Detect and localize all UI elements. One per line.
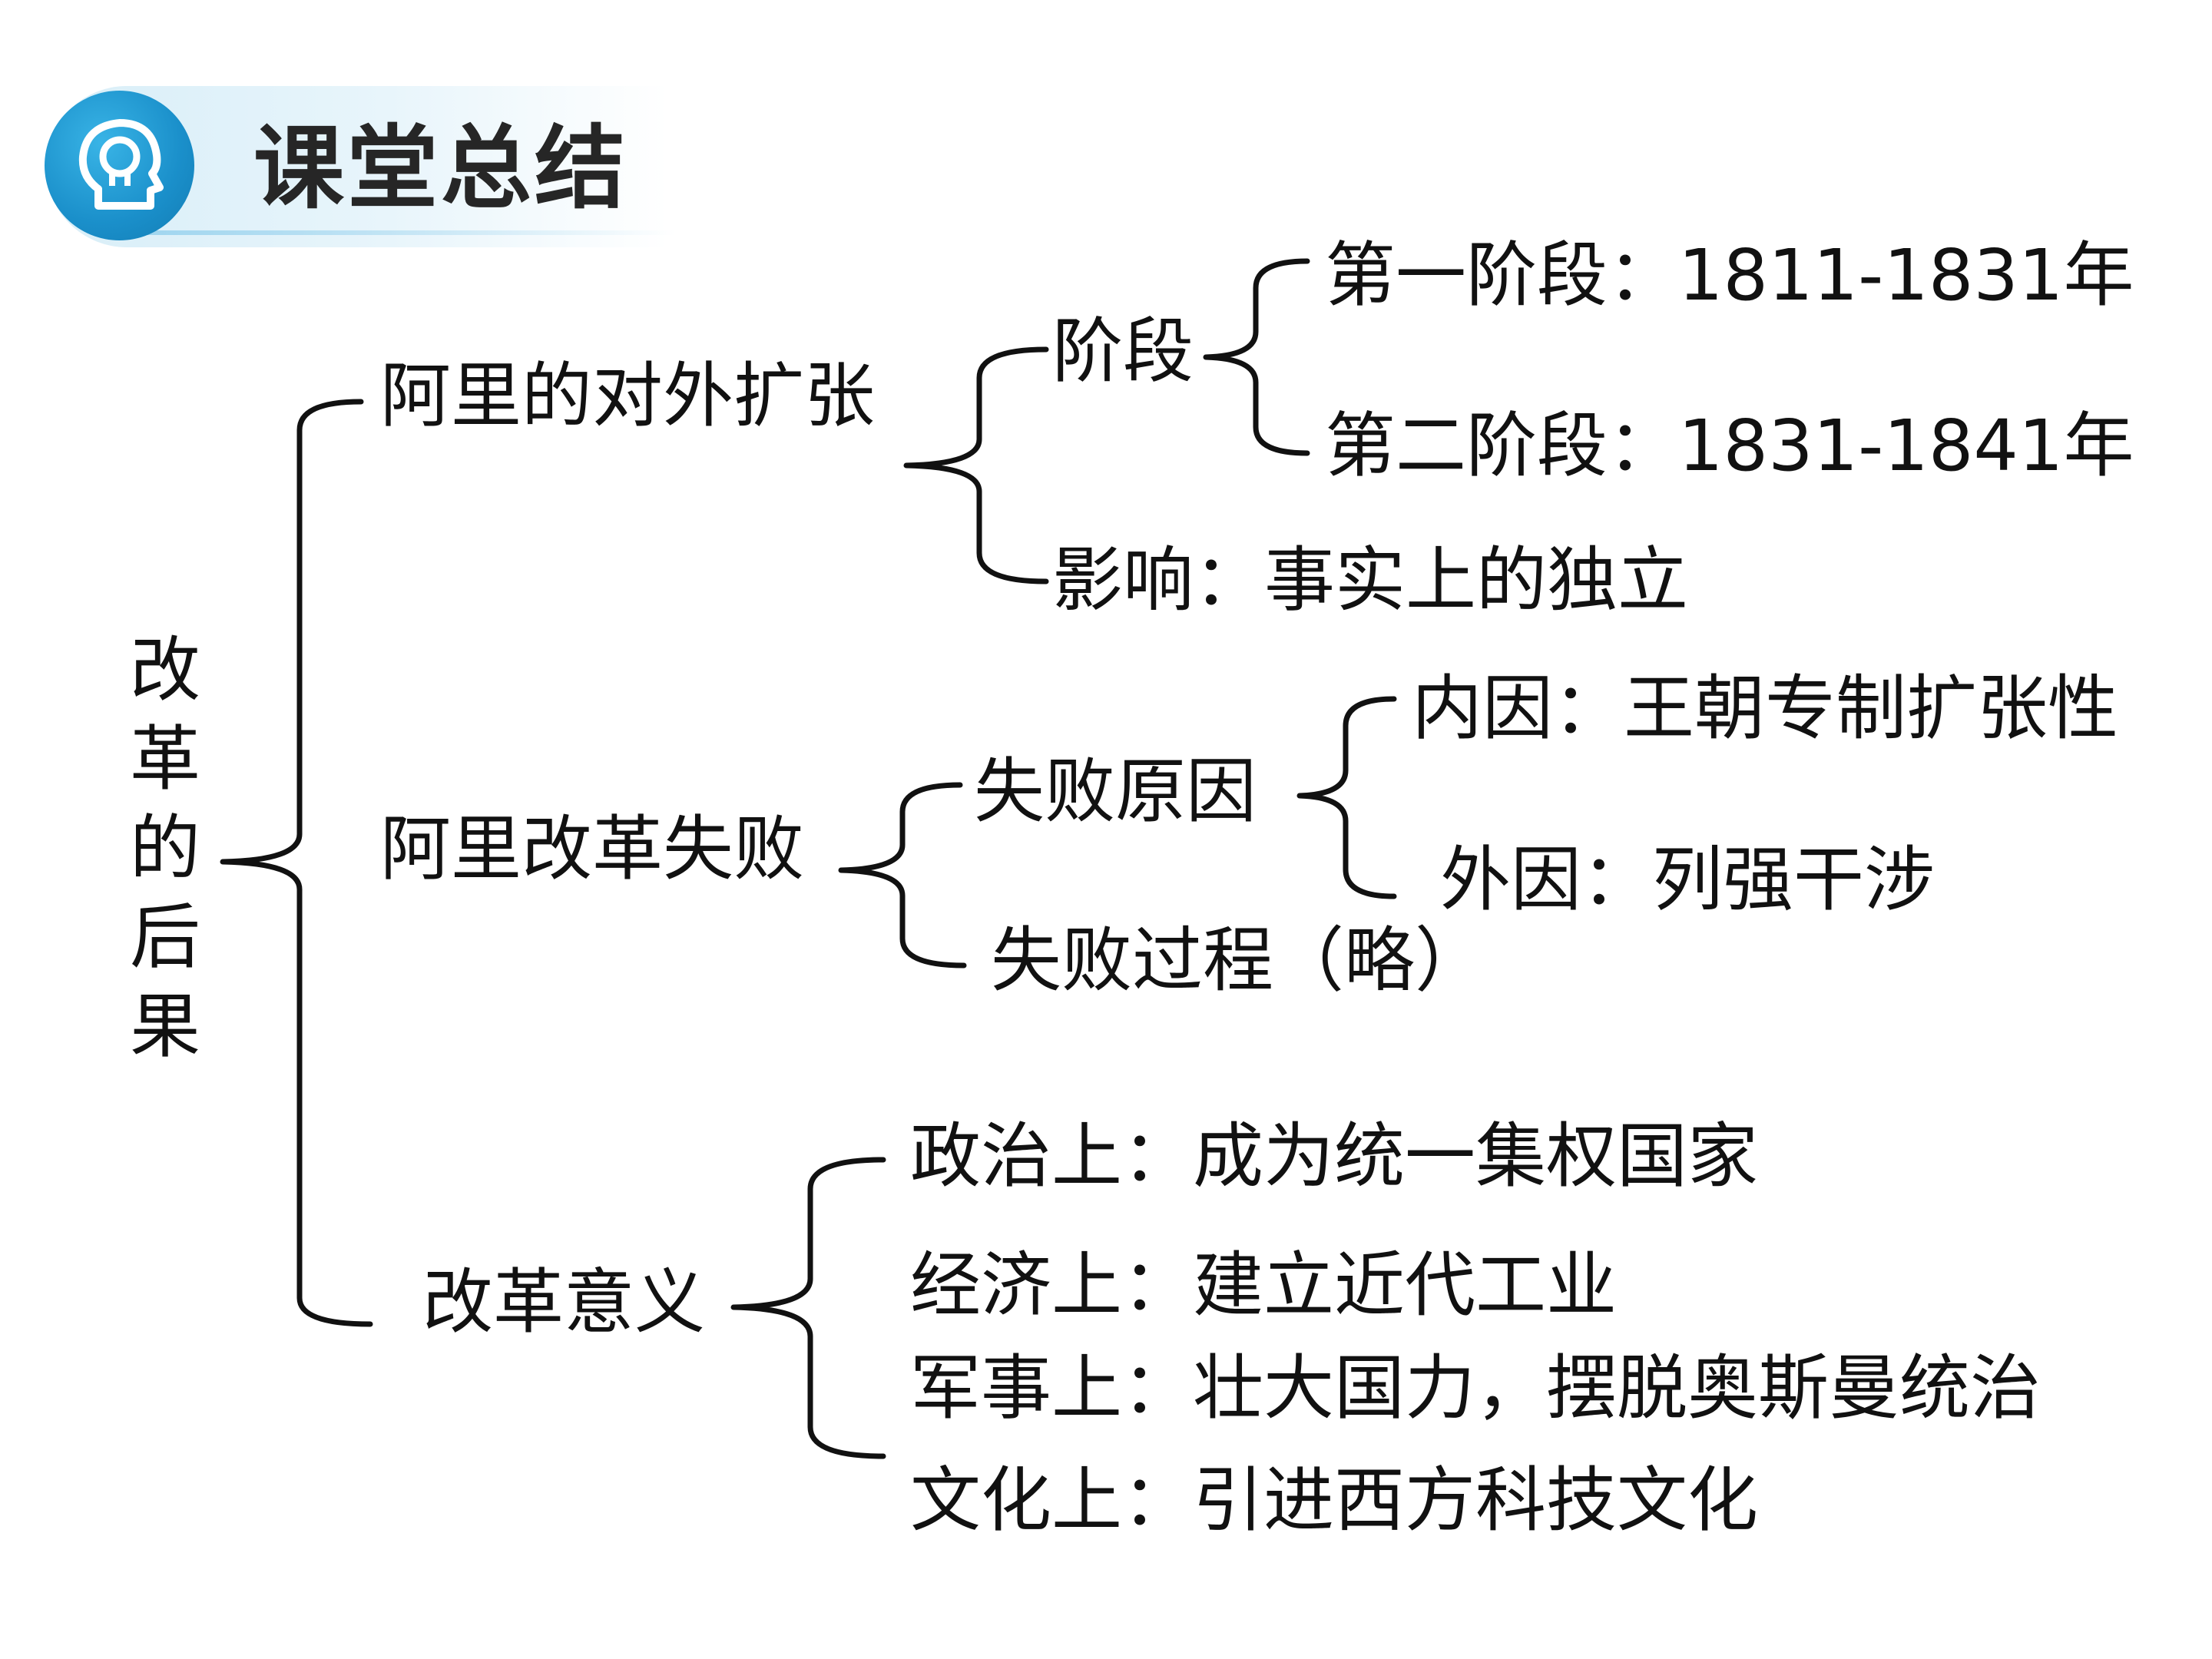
economic-item: 经济上：建立近代工业 [910,1244,1618,1326]
cultural-item: 文化上：引进西方科技文化 [910,1459,1759,1541]
impact-item: 影响：事实上的独立 [1052,539,1689,621]
root-char: 改 [129,629,200,711]
branch1-label: 阿里的对外扩张 [380,355,876,437]
header-underline [92,230,676,235]
stage1-item: 第一阶段：1811-1831年 [1325,234,2134,316]
head-lightbulb-icon [45,91,194,240]
root-char: 后 [129,896,200,979]
root-brace [220,399,373,1327]
stage-brace [1203,258,1310,456]
military-item: 军事上：壮大国力，摆脱奥斯曼统治 [910,1347,2041,1429]
branch3-brace [730,1157,886,1459]
root-node: 改 革 的 后 果 [119,626,211,1071]
stage-label: 阶段 [1052,310,1194,392]
root-char: 革 [129,718,200,800]
political-item: 政治上：成为统一集权国家 [910,1115,1759,1197]
branch3-label: 改革意义 [422,1261,706,1343]
branch1-brace [903,346,1049,584]
root-char: 的 [129,807,200,889]
stage2-item: 第二阶段：1831-1841年 [1325,405,2134,487]
internal-cause-item: 内因：王朝专制扩张性 [1412,667,2119,750]
external-cause-item: 外因：列强干涉 [1440,839,1936,921]
cause-label: 失败原因 [974,750,1257,833]
branch2-brace [838,782,967,969]
page-title: 课堂总结 [253,115,629,221]
branch2-label: 阿里改革失败 [380,808,805,890]
process-item: 失败过程（略） [991,919,1486,1002]
cause-brace [1296,696,1397,899]
root-char: 果 [129,985,200,1068]
